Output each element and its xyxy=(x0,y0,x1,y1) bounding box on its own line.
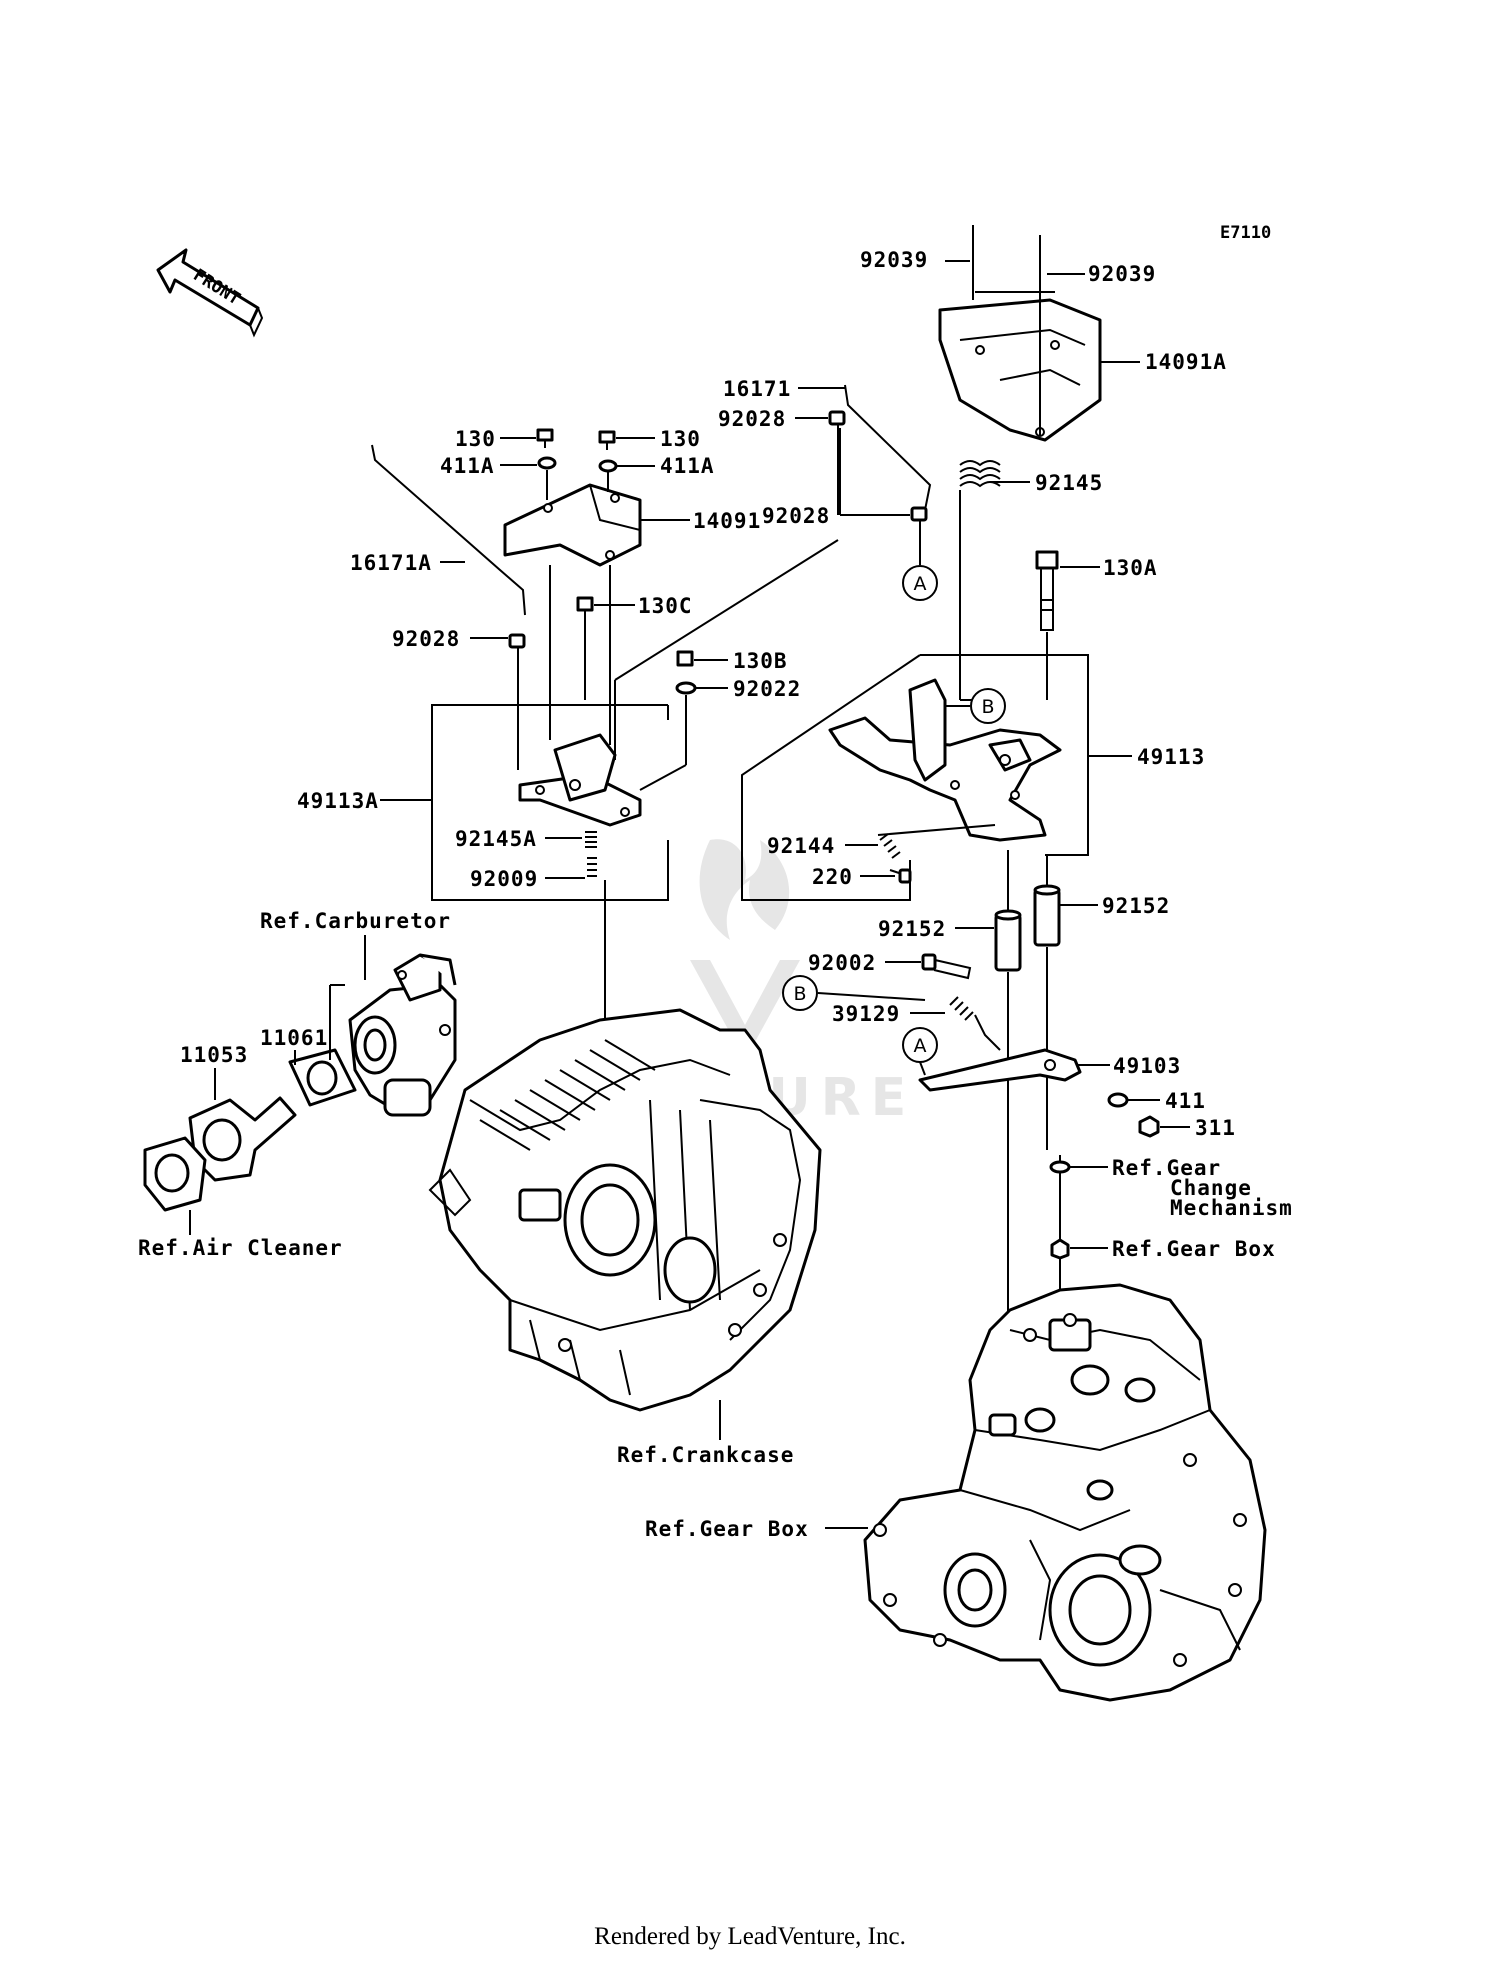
label-92039-left: 92039 xyxy=(860,248,928,272)
label-411a-left: 411A xyxy=(440,454,495,478)
label-92028-low: 92028 xyxy=(392,627,460,651)
label-39129: 39129 xyxy=(832,1002,900,1026)
label-411: 411 xyxy=(1165,1089,1206,1113)
front-arrow-icon: FRONT xyxy=(156,248,264,338)
collar-92152-left xyxy=(994,909,1022,972)
crankcase xyxy=(428,1008,822,1412)
cover-14091 xyxy=(503,483,642,567)
bolt-92009 xyxy=(587,857,597,877)
label-92152-right: 92152 xyxy=(1102,894,1170,918)
ref-air-cleaner: Ref.Air Cleaner xyxy=(138,1236,343,1260)
label-16171: 16171 xyxy=(723,377,791,401)
bracket-49113 xyxy=(828,678,1062,842)
gear-box xyxy=(863,1283,1267,1702)
cover-14091a xyxy=(938,298,1102,442)
nut-gear-box xyxy=(1050,1238,1070,1260)
marker-b-top-text: B xyxy=(981,696,994,718)
marker-a-bottom-text: A xyxy=(914,1035,927,1057)
washer-gear-change xyxy=(1049,1160,1071,1174)
clip-92028-mid xyxy=(910,506,928,522)
label-14091a: 14091A xyxy=(1145,350,1227,374)
rod-16171a xyxy=(371,444,526,616)
label-92028-mid: 92028 xyxy=(762,504,830,528)
insulator-11053 xyxy=(188,1096,297,1182)
bolt-130c xyxy=(576,596,594,620)
ref-gear-change-2: Change xyxy=(1170,1176,1252,1200)
label-130-left: 130 xyxy=(455,427,496,451)
label-92145: 92145 xyxy=(1035,471,1103,495)
clip-92028-low xyxy=(508,633,526,649)
label-130a: 130A xyxy=(1103,556,1158,580)
marker-b-top xyxy=(970,688,1006,724)
carburetor xyxy=(348,953,457,1117)
label-311: 311 xyxy=(1195,1116,1236,1140)
label-49103: 49103 xyxy=(1113,1054,1181,1078)
spring-39129 xyxy=(949,996,974,1021)
marker-b-bottom xyxy=(782,975,818,1011)
diagram-code: E7110 xyxy=(1220,223,1271,243)
ref-gear-change-3: Mechanism xyxy=(1170,1196,1293,1220)
label-92144: 92144 xyxy=(767,834,835,858)
bolt-130-left xyxy=(536,428,554,448)
spring-92145 xyxy=(959,460,1001,488)
washer-411a-right xyxy=(598,459,618,473)
label-92039-right: 92039 xyxy=(1088,262,1156,286)
footer-credit: Rendered by LeadVenture, Inc. xyxy=(594,1923,906,1950)
label-11053: 11053 xyxy=(180,1043,248,1067)
gasket-11061 xyxy=(288,1048,357,1107)
label-130b: 130B xyxy=(733,649,788,673)
label-411a-right: 411A xyxy=(660,454,715,478)
label-92002: 92002 xyxy=(808,951,876,975)
marker-b-bottom-text: B xyxy=(793,983,806,1005)
bolt-130a xyxy=(1035,550,1059,631)
label-92028-top: 92028 xyxy=(718,407,786,431)
ref-gear-box-left: Ref.Gear Box xyxy=(645,1517,809,1541)
label-130-right: 130 xyxy=(660,427,701,451)
label-49113: 49113 xyxy=(1137,745,1205,769)
label-92152-left: 92152 xyxy=(878,917,946,941)
marker-a-top-text: A xyxy=(914,573,927,595)
washer-411 xyxy=(1107,1092,1129,1108)
label-16171a: 16171A xyxy=(350,551,432,575)
gasket-air-cleaner xyxy=(143,1136,207,1212)
label-220: 220 xyxy=(812,865,853,889)
bolt-220 xyxy=(889,868,912,884)
ref-gear-box-right: Ref.Gear Box xyxy=(1112,1237,1276,1261)
spring-92144 xyxy=(879,833,901,859)
bolt-130b xyxy=(676,650,694,667)
washer-92022 xyxy=(675,681,697,695)
nut-311 xyxy=(1138,1115,1160,1138)
bolt-92002 xyxy=(921,953,972,980)
ref-gear-change-1: Ref.Gear xyxy=(1112,1156,1221,1180)
collar-92152-right xyxy=(1033,884,1061,947)
lever-49103 xyxy=(918,1014,1082,1092)
ref-carburetor: Ref.Carburetor xyxy=(260,909,451,933)
washer-411a-left xyxy=(537,456,557,470)
label-130c: 130C xyxy=(638,594,693,618)
label-11061: 11061 xyxy=(260,1026,328,1050)
clip-92028-top xyxy=(828,410,846,426)
marker-a-top xyxy=(902,565,938,601)
ref-crankcase: Ref.Crankcase xyxy=(617,1443,794,1467)
label-92009: 92009 xyxy=(470,867,538,891)
spring-92145a xyxy=(585,831,597,848)
label-49113a: 49113A xyxy=(297,789,379,813)
rod-16171 xyxy=(844,384,932,511)
label-14091: 14091 xyxy=(693,509,761,533)
label-92145a: 92145A xyxy=(455,827,537,851)
bracket-49113a xyxy=(518,733,642,827)
label-92022: 92022 xyxy=(733,677,801,701)
bolt-130-right xyxy=(598,430,616,450)
